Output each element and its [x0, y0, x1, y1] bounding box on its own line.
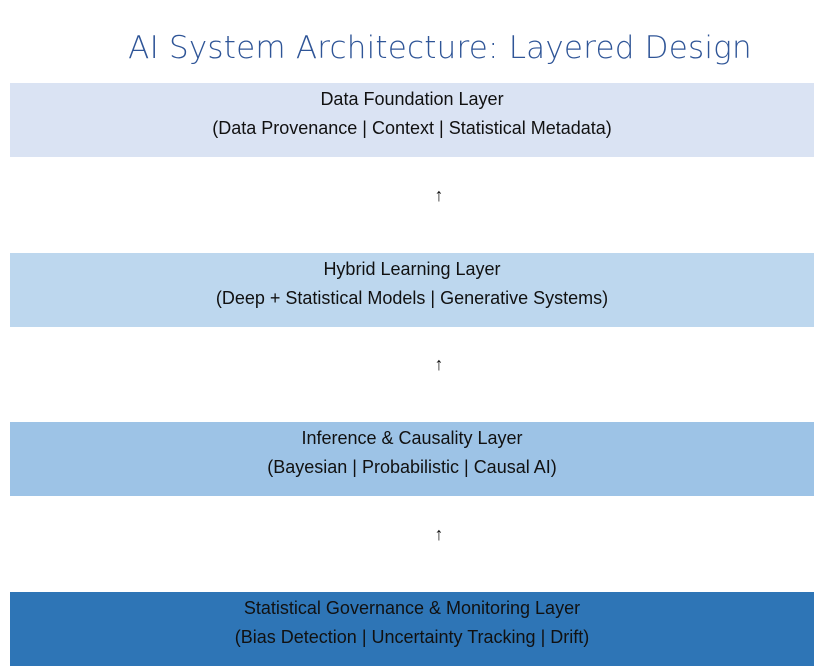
layer-data-foundation: Data Foundation Layer (Data Provenance |… — [10, 83, 814, 157]
diagram-title: AI System Architecture: Layered Design — [128, 30, 752, 66]
layer-inference-causality: Inference & Causality Layer (Bayesian | … — [10, 422, 814, 496]
up-arrow-icon: ↑ — [434, 524, 444, 544]
layer-name: Hybrid Learning Layer — [323, 259, 501, 279]
layer-name: Data Foundation Layer — [320, 89, 504, 109]
layer-name: Inference & Causality Layer — [301, 428, 523, 448]
layer-detail: (Deep + Statistical Models | Generative … — [215, 288, 609, 308]
layer-name: Statistical Governance & Monitoring Laye… — [243, 598, 581, 618]
layer-hybrid-learning: Hybrid Learning Layer (Deep + Statistica… — [10, 253, 814, 327]
layer-detail: (Bias Detection | Uncertainty Tracking |… — [234, 627, 590, 647]
layer-detail: (Data Provenance | Context | Statistical… — [212, 118, 612, 138]
up-arrow-icon: ↑ — [434, 354, 444, 374]
layer-detail: (Bayesian | Probabilistic | Causal AI) — [267, 457, 557, 477]
up-arrow-icon: ↑ — [434, 185, 444, 205]
layer-governance-monitoring: Statistical Governance & Monitoring Laye… — [10, 592, 814, 666]
